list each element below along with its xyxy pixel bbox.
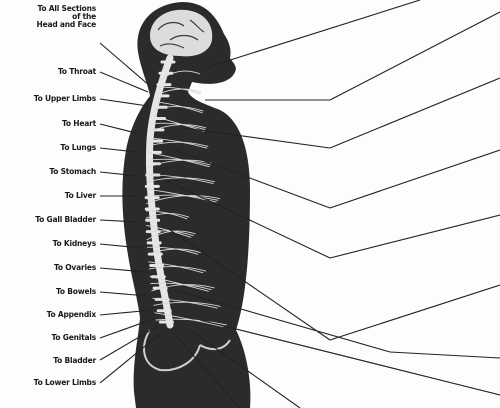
label-stomach: To Stomach bbox=[4, 168, 96, 176]
label-heart: To Heart bbox=[4, 120, 96, 128]
label-lower-limbs: To Lower Limbs bbox=[4, 379, 96, 387]
leader-line bbox=[390, 352, 500, 358]
label-bladder: To Bladder bbox=[4, 357, 96, 365]
label-ovaries: To Ovaries bbox=[4, 264, 96, 272]
label-appendix: To Appendix bbox=[4, 311, 96, 319]
label-liver: To Liver bbox=[4, 192, 96, 200]
label-head-line3: Head and Face bbox=[4, 21, 96, 29]
label-gall-bladder: To Gall Bladder bbox=[4, 216, 96, 224]
label-lungs: To Lungs bbox=[4, 144, 96, 152]
leader-line bbox=[330, 150, 500, 208]
leader-line bbox=[100, 99, 148, 106]
label-throat: To Throat bbox=[4, 68, 96, 76]
label-head-and-face: To All Sections of the Head and Face bbox=[4, 5, 96, 29]
label-kidneys: To Kidneys bbox=[4, 240, 96, 248]
leader-line bbox=[100, 72, 148, 92]
leader-line bbox=[330, 285, 500, 340]
leader-line bbox=[330, 78, 500, 148]
leader-line bbox=[330, 12, 500, 100]
label-upper-limbs: To Upper Limbs bbox=[4, 95, 96, 103]
leader-line bbox=[330, 215, 500, 258]
label-bowels: To Bowels bbox=[4, 288, 96, 296]
label-genitals: To Genitals bbox=[4, 334, 96, 342]
leader-line bbox=[205, 0, 420, 68]
